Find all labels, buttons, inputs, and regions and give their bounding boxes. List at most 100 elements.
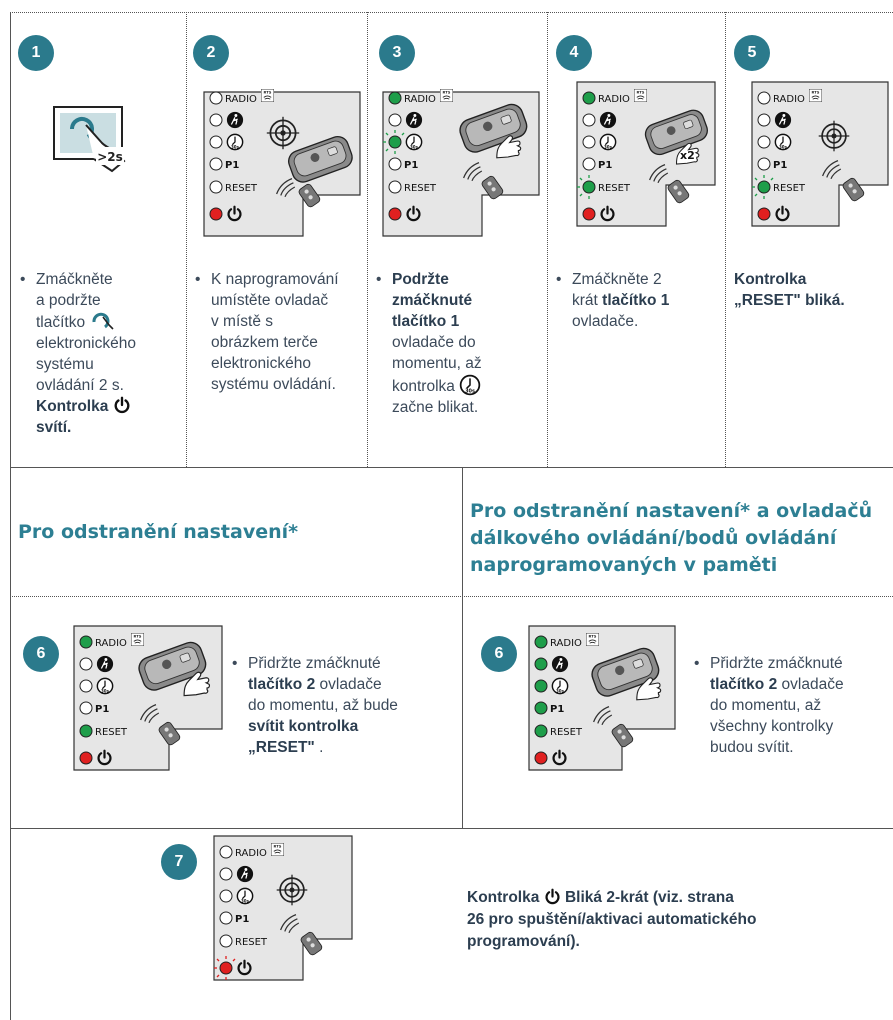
step-3-text: Podržte zmáčknuté tlačítko 1 ovladače do… <box>376 269 546 418</box>
step-1-line-5: systému <box>36 356 94 373</box>
step-6b-line-5: všechny kontrolky <box>710 718 834 735</box>
left-border <box>10 12 11 1020</box>
step-3-line-5: momentu, až <box>392 355 482 372</box>
row-divider-2 <box>10 596 893 597</box>
step-4-line-4: ovladače. <box>572 313 639 330</box>
step-1-badge: 1 <box>18 35 54 71</box>
step-3-badge: 3 <box>379 35 415 71</box>
step-2-line-3: v místě s <box>211 313 274 330</box>
step-3-line-6: kontrolka <box>392 378 455 395</box>
step-3-line-1: Podržte <box>392 271 449 288</box>
step-5-control-panel: RADIO P1 RESET <box>751 81 889 227</box>
step-2-line-1: K naprogramování <box>211 271 339 288</box>
step-3-line-4: ovladače do <box>392 334 476 351</box>
svg-text:P1: P1 <box>95 704 109 715</box>
touch-button-icon: >2s <box>53 106 126 173</box>
row-divider-1 <box>10 467 893 468</box>
step-2-badge: 2 <box>193 35 229 71</box>
svg-text:P1: P1 <box>598 160 612 171</box>
step-6a-line-5: svítit kontrolka <box>248 718 359 735</box>
step-3-line-2: zmáčknuté <box>392 292 473 309</box>
step-7-line-4: programování). <box>467 933 580 950</box>
label-radio: RADIO <box>225 94 257 105</box>
touch-icon <box>92 312 114 330</box>
step-3-line-7: začne blikat. <box>392 399 479 416</box>
svg-text:P1: P1 <box>235 914 249 925</box>
power-icon <box>544 888 561 905</box>
step-2-line-6: systému ovládání. <box>211 376 336 393</box>
step-6b-line-6: budou svítit. <box>710 739 794 756</box>
row-divider-3 <box>10 828 893 829</box>
step-6b-line-3: ovladače <box>781 676 844 693</box>
step-6b-control-panel: RADIO P1 RESET <box>528 625 676 771</box>
svg-text:P1: P1 <box>550 704 564 715</box>
heading-right-line-1: Pro odstranění nastavení* a ovladačů <box>470 500 873 522</box>
step-6a-line-2: tlačítko 2 <box>248 676 316 693</box>
step-6a-line-6: „RESET" <box>248 739 315 756</box>
step-7-line-1: Kontrolka <box>467 889 540 906</box>
step-3-line-3: tlačítko 1 <box>392 313 460 330</box>
step-6a-line-1: Přidržte zmáčknuté <box>248 655 381 672</box>
svg-text:x2: x2 <box>680 149 695 162</box>
mid-divider <box>462 467 463 828</box>
step-7-line-3: 26 pro spuštění/aktivaci automatického <box>467 911 757 928</box>
step-6a-line-4: do momentu, až bude <box>248 697 398 714</box>
step-6a-badge: 6 <box>23 636 59 672</box>
step-6a-control-panel: RADIO P1 RESET <box>73 625 223 771</box>
svg-text:RADIO: RADIO <box>773 94 805 105</box>
svg-text:>2s: >2s <box>97 150 123 164</box>
svg-text:P1: P1 <box>225 160 239 171</box>
step-4-control-panel: RADIO P1 RESET x2 <box>576 81 716 227</box>
col-divider-3 <box>547 12 548 467</box>
step-1-line-6: ovládání 2 s. <box>36 377 124 394</box>
step-6b-badge: 6 <box>481 636 517 672</box>
svg-text:RADIO: RADIO <box>404 94 436 105</box>
power-icon <box>113 396 131 414</box>
step-2-line-2: umístěte ovladač <box>211 292 329 309</box>
svg-text:P1: P1 <box>773 160 787 171</box>
heading-right-line-3: naprogramovaných v paměti <box>470 554 778 576</box>
step-2-line-5: elektronického <box>211 355 311 372</box>
step-4-line-1: Zmáčkněte 2 <box>572 271 662 288</box>
col-divider-1 <box>186 12 187 467</box>
step-1-line-2: a podržte <box>36 292 101 309</box>
top-border <box>10 12 893 13</box>
svg-text:RADIO: RADIO <box>235 848 267 859</box>
step-4-text: Zmáčkněte 2 krát tlačítko 1 ovladače. <box>556 269 721 332</box>
step-2-control-panel: RADIO P1 RESET <box>203 89 361 237</box>
step-1-text: Zmáčkněte a podržte tlačítko elektronick… <box>20 269 180 438</box>
col-divider-2 <box>367 12 368 467</box>
step-1-line-1: Zmáčkněte <box>36 271 113 288</box>
svg-text:RADIO: RADIO <box>95 638 127 649</box>
step-5-line-2: „RESET" bliká. <box>734 292 845 309</box>
heading-remove-settings: Pro odstranění nastavení* <box>18 521 299 543</box>
step-7-line-2: Bliká 2-krát (viz. strana <box>564 889 734 906</box>
step-6a-line-3: ovladače <box>319 676 382 693</box>
svg-text:P1: P1 <box>404 160 418 171</box>
svg-text:RADIO: RADIO <box>598 94 630 105</box>
timer-icon <box>459 374 481 396</box>
svg-text:RESET: RESET <box>235 937 268 948</box>
heading-right-line-2: dálkového ovládání/bodů ovládání <box>470 527 837 549</box>
step-7-text: Kontrolka Bliká 2-krát (viz. strana 26 p… <box>467 887 867 953</box>
step-2-text: K naprogramování umístěte ovladač v míst… <box>195 269 365 395</box>
step-1-line-4: elektronického <box>36 335 136 352</box>
svg-text:RESET: RESET <box>95 727 128 738</box>
step-5-text: Kontrolka „RESET" bliká. <box>734 269 892 311</box>
svg-text:RESET: RESET <box>598 183 631 194</box>
step-2-line-4: obrázkem terče <box>211 334 318 351</box>
step-1-line-8: svítí. <box>36 419 72 436</box>
step-7-control-panel: RADIO P1 RESET <box>213 835 353 981</box>
svg-text:RADIO: RADIO <box>550 638 582 649</box>
step-4-line-2: krát <box>572 292 598 309</box>
svg-text:RESET: RESET <box>404 183 437 194</box>
col-divider-4 <box>725 12 726 467</box>
step-6a-line-7: . <box>319 739 324 756</box>
step-6b-line-1: Přidržte zmáčknuté <box>710 655 843 672</box>
svg-text:RESET: RESET <box>225 183 258 194</box>
step-1-line-3: tlačítko <box>36 314 86 331</box>
step-6b-line-2: tlačítko 2 <box>710 676 778 693</box>
step-3-control-panel: RADIO P1 RESET <box>382 89 540 237</box>
step-4-badge: 4 <box>556 35 592 71</box>
step-5-badge: 5 <box>734 35 770 71</box>
